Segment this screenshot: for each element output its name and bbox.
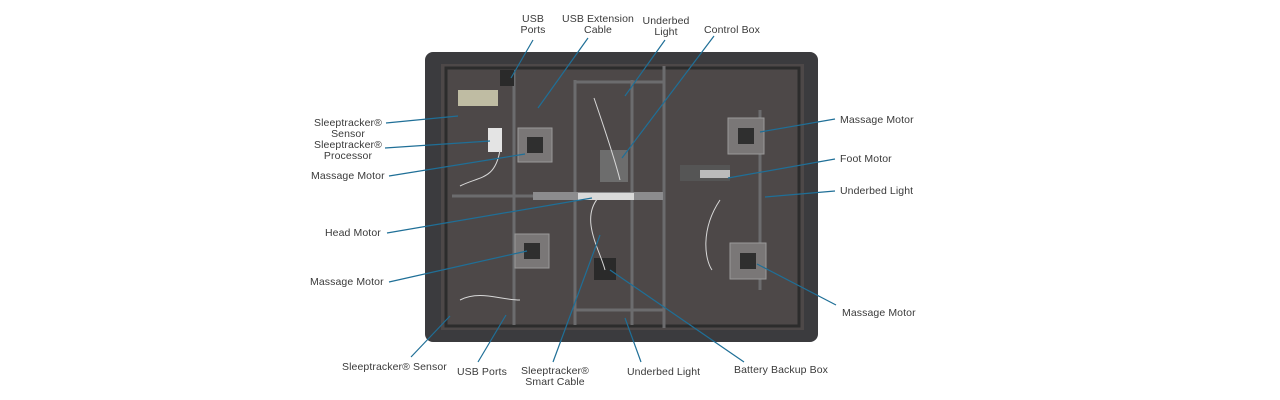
label-battery-backup-box: Battery Backup Box	[734, 364, 829, 376]
label-massage-motor-right-top: Massage Motor	[840, 114, 914, 126]
massage-motors	[524, 128, 756, 269]
label-massage-motor-left-bottom: Massage Motor	[310, 276, 384, 288]
label-sleeptracker-sensor-bottom: Sleeptracker® Sensor	[342, 361, 447, 373]
sticker	[458, 90, 498, 106]
label-usb-ports-bottom: USB Ports	[457, 366, 507, 378]
label-underbed-light-right: Underbed Light	[840, 185, 914, 197]
label-foot-motor: Foot Motor	[840, 153, 892, 165]
processor-shape	[488, 128, 502, 152]
callout-lines	[384, 35, 837, 363]
label-head-motor: Head Motor	[325, 227, 381, 239]
label-control-box: Control Box	[704, 24, 760, 36]
head-motor-tube	[578, 193, 634, 200]
inner-border	[444, 66, 801, 328]
label-massage-motor-left-top: Massage Motor	[311, 170, 385, 182]
wiring	[459, 97, 721, 301]
foot-motor-tube	[700, 170, 730, 178]
label-massage-motor-right-bottom: Massage Motor	[842, 307, 916, 319]
label-sleeptracker-sensor-left: Sleeptracker®Sensor	[314, 117, 382, 140]
label-sleeptracker-processor: Sleeptracker®Processor	[314, 139, 382, 162]
massage-plates	[514, 117, 767, 280]
label-sleeptracker-smart-cable: Sleeptracker®Smart Cable	[521, 365, 589, 388]
label-underbed-light-bottom: Underbed Light	[627, 366, 701, 378]
usb-top-shape	[500, 70, 514, 86]
